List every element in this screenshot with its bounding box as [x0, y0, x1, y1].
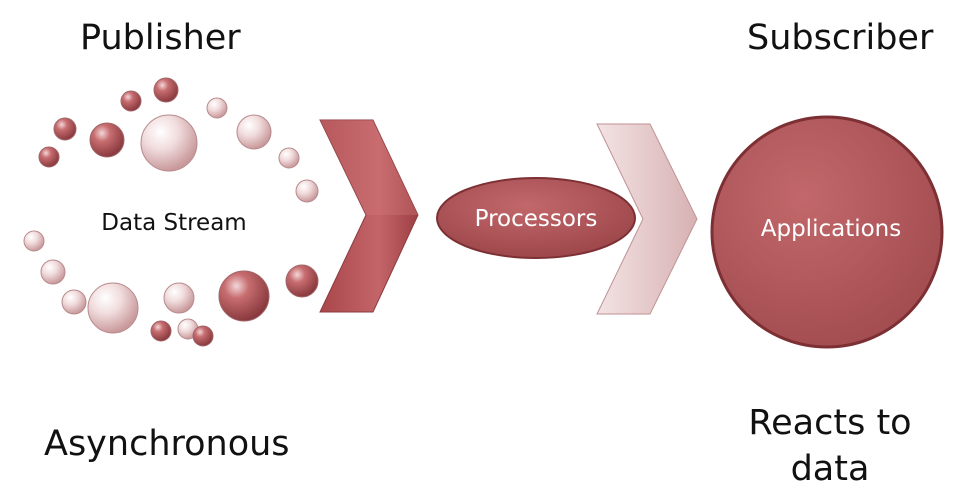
bubble	[89, 122, 125, 158]
bubble	[153, 77, 179, 103]
publisher-label: Publisher	[80, 18, 241, 58]
bubble	[285, 264, 319, 298]
bubble	[295, 179, 319, 203]
reacts-label-line1: Reacts to	[748, 403, 912, 443]
bubble	[163, 282, 195, 314]
bubble	[40, 259, 66, 285]
data-stream-bubbles	[23, 77, 319, 347]
processors-node	[436, 177, 636, 259]
applications-node	[710, 115, 944, 349]
bubble	[236, 114, 272, 150]
chevron-arrow-icon	[596, 123, 698, 315]
bubble	[87, 282, 139, 334]
subscriber-label: Subscriber	[747, 18, 934, 58]
applications-label: Applications	[761, 216, 902, 242]
bubble	[150, 320, 172, 342]
bubble	[120, 90, 142, 112]
bubble	[218, 270, 270, 322]
reacts-to-data-label: Reacts to data	[740, 400, 920, 492]
reacts-label-line2: data	[790, 449, 870, 489]
bubble	[140, 114, 198, 172]
bubble	[206, 97, 228, 119]
bubble	[53, 117, 77, 141]
bubble	[278, 147, 300, 169]
asynchronous-label: Asynchronous	[44, 424, 290, 464]
data-stream-label: Data Stream	[101, 210, 246, 236]
bubble	[23, 230, 45, 252]
bubble	[38, 146, 60, 168]
chevron-arrow-icon	[319, 119, 419, 313]
processors-label: Processors	[475, 206, 598, 232]
bubble	[192, 325, 214, 347]
bubble	[61, 289, 87, 315]
